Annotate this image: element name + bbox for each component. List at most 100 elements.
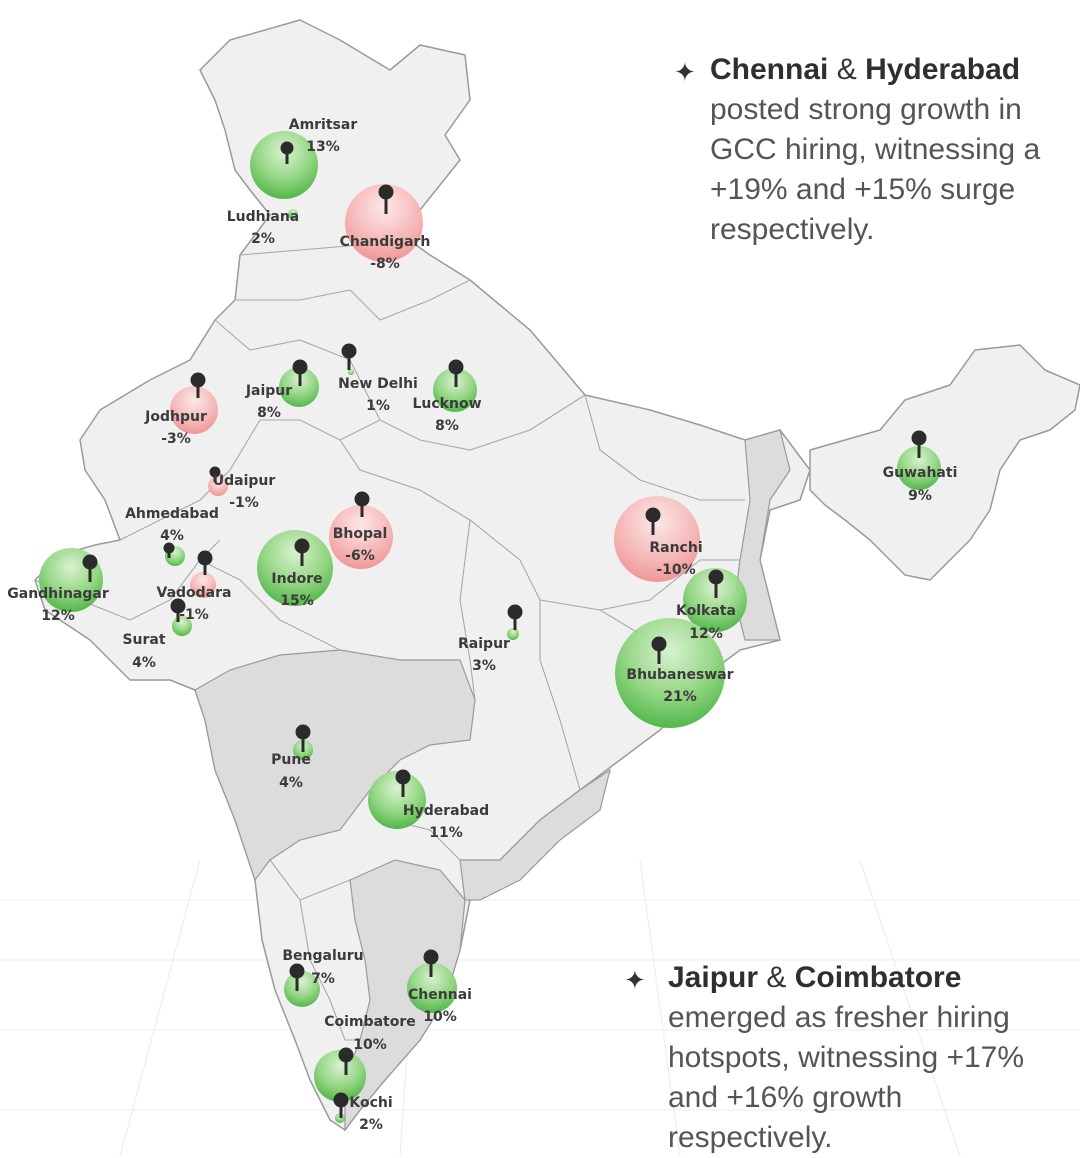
map-pin-icon (295, 724, 311, 752)
city-value: 2% (251, 231, 275, 247)
city-value: 3% (472, 658, 496, 674)
bubble-hyderabad (368, 771, 426, 829)
city-value: 2% (359, 1117, 383, 1133)
bubble-vadodara (190, 572, 216, 598)
city-value: 8% (257, 405, 281, 421)
callout-ampersand: & (836, 53, 857, 86)
city-name: Amritsar (289, 117, 358, 133)
city-name: Bengaluru (282, 948, 363, 964)
city-value: 9% (908, 488, 932, 504)
map-pin-icon (651, 636, 667, 664)
bubble-jodhpur (170, 386, 218, 434)
callout-highlight: Jaipur (668, 961, 759, 994)
city-bubbles (39, 131, 941, 1123)
city-name: Udaipur (213, 473, 276, 489)
bubble-ludhiana (288, 209, 298, 219)
city-name: Vadodara (157, 585, 232, 601)
map-pin-icon (395, 769, 411, 797)
city-value: 1% (366, 398, 390, 414)
city-value: 10% (353, 1037, 387, 1053)
city-name: Surat (122, 632, 165, 648)
callout-highlight: Chennai (710, 53, 829, 86)
city-value: 21% (663, 689, 697, 705)
map-pin-icon (354, 491, 370, 517)
city-name: Chandigarh (340, 234, 431, 250)
map-pin-icon (82, 554, 98, 582)
map-pin-icon (209, 466, 221, 482)
city-name: New Delhi (338, 376, 418, 392)
city-name: Chennai (408, 987, 472, 1003)
map-pin-icon (333, 1092, 349, 1118)
callout-highlight: Coimbatore (794, 961, 962, 994)
city-value: -10% (656, 562, 695, 578)
four-point-star-icon: ✦ (624, 965, 646, 995)
city-value: 12% (689, 626, 723, 642)
map-pin-icon (507, 604, 523, 630)
city-name: Pune (271, 752, 311, 768)
bubble-ranchi (614, 496, 700, 582)
bubble-chennai (407, 963, 457, 1013)
map-pin-icon (280, 141, 294, 164)
map-pin-icon (289, 963, 305, 991)
map-pin-icon (645, 507, 661, 535)
city-value: -3% (161, 431, 191, 447)
city-name: Ludhiana (227, 209, 300, 225)
city-name: Kochi (349, 1095, 392, 1111)
map-pin-icon (292, 359, 308, 386)
city-value: 4% (132, 655, 156, 671)
callout-highlight: Hyderabad (865, 53, 1021, 86)
bubble-chandigarh (345, 184, 423, 262)
city-name: Bhopal (333, 526, 388, 542)
city-value: 8% (435, 418, 459, 434)
map-pin-icon (163, 542, 175, 558)
callout-jaipur-coimbatore: ✦ Jaipur & Coimbatore emerged as fresher… (624, 958, 1068, 1158)
map-pin-icon (170, 598, 186, 622)
map-pin-icon (190, 372, 206, 398)
map-pin-icon (378, 184, 394, 214)
bubble-jaipur (279, 367, 319, 407)
bubble-kolkata (683, 568, 747, 632)
callout-text: posted strong growth in GCC hiring, witn… (710, 93, 1041, 246)
city-name: Coimbatore (324, 1014, 415, 1030)
city-name: Indore (271, 571, 322, 587)
bubble-new-delhi (348, 369, 354, 375)
city-name: Jodhpur (144, 409, 207, 425)
city-name: Gandhinagar (7, 586, 109, 602)
shaded-states (194, 429, 791, 1132)
callout-text: emerged as fresher hiring hotspots, witn… (668, 1001, 1025, 1154)
map-pins (82, 141, 927, 1118)
map-pin-icon (423, 949, 439, 977)
city-value: 12% (41, 608, 75, 624)
city-name: Jaipur (245, 383, 292, 399)
city-value: 11% (429, 825, 463, 841)
map-pin-icon (338, 1047, 354, 1075)
map-pin-icon (448, 359, 464, 387)
city-value: 4% (160, 528, 184, 544)
map-pin-icon (341, 343, 357, 370)
bubble-udaipur (208, 476, 228, 496)
city-labels: Amritsar 13% Ludhiana 2% Chandigarh -8% … (7, 117, 957, 1133)
city-name: Bhubaneswar (626, 667, 733, 683)
callout-chennai-hyderabad: ✦ Chennai & Hyderabad posted strong grow… (674, 50, 1070, 250)
city-name: Guwahati (883, 465, 958, 481)
city-name: Ahmedabad (125, 506, 219, 522)
city-value: -6% (345, 548, 375, 564)
bubble-coimbatore (314, 1050, 366, 1102)
city-name: Kolkata (676, 603, 736, 619)
bubble-indore (257, 530, 333, 606)
city-value: 4% (279, 775, 303, 791)
map-pin-icon (708, 569, 724, 598)
city-value: -8% (370, 256, 400, 272)
city-value: 7% (311, 971, 335, 987)
four-point-star-icon: ✦ (674, 57, 696, 87)
map-pin-icon (294, 538, 310, 566)
india-northeast (809, 344, 1080, 581)
city-value: -1% (229, 495, 259, 511)
map-pin-icon (911, 430, 927, 458)
bubble-bengaluru (284, 971, 320, 1007)
city-value: 15% (280, 593, 314, 609)
bubble-guwahati (897, 446, 941, 490)
bubble-amritsar (250, 131, 318, 199)
city-name: Raipur (458, 636, 510, 652)
